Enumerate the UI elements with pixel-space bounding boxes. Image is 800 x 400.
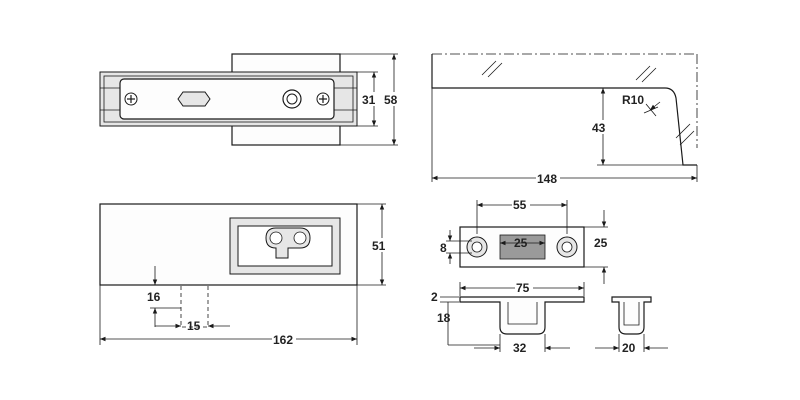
dim-15: 15	[187, 319, 201, 333]
key-slot	[177, 91, 211, 107]
dim-2: 2	[431, 290, 438, 304]
dim-16: 16	[147, 290, 161, 304]
dim-55: 55	[513, 198, 527, 212]
strike-section-view: 75 2 18 32	[431, 281, 585, 355]
dim-58: 58	[384, 93, 398, 107]
dim-51: 51	[372, 239, 386, 253]
strike-end-view: 20	[595, 296, 668, 355]
strike-end	[611, 296, 652, 335]
dim-8: 8	[440, 241, 447, 255]
dim-43: 43	[592, 121, 606, 135]
strike-slot	[499, 234, 546, 260]
dim-18: 18	[437, 311, 451, 325]
dim-20: 20	[622, 341, 636, 355]
strike-plate-view: 55 25 8 25	[440, 198, 608, 284]
screw-icon	[316, 92, 330, 106]
lock-top-view: 31 58	[99, 53, 399, 146]
dim-75: 75	[516, 281, 530, 295]
dim-162: 162	[273, 333, 293, 347]
strike-section	[459, 296, 585, 335]
dim-25-height: 25	[594, 236, 608, 250]
glass-outline	[431, 54, 697, 166]
dim-148: 148	[537, 172, 557, 186]
glass-profile-view: R10 43 148	[431, 53, 698, 186]
screw-icon	[124, 92, 138, 106]
dim-32: 32	[513, 341, 527, 355]
dim-31: 31	[362, 93, 376, 107]
dim-r10: R10	[622, 93, 644, 107]
dim-25-slot: 25	[514, 236, 528, 250]
lock-front-view: 51 16 15 162	[99, 203, 388, 347]
lock-inner-plate	[119, 78, 335, 120]
